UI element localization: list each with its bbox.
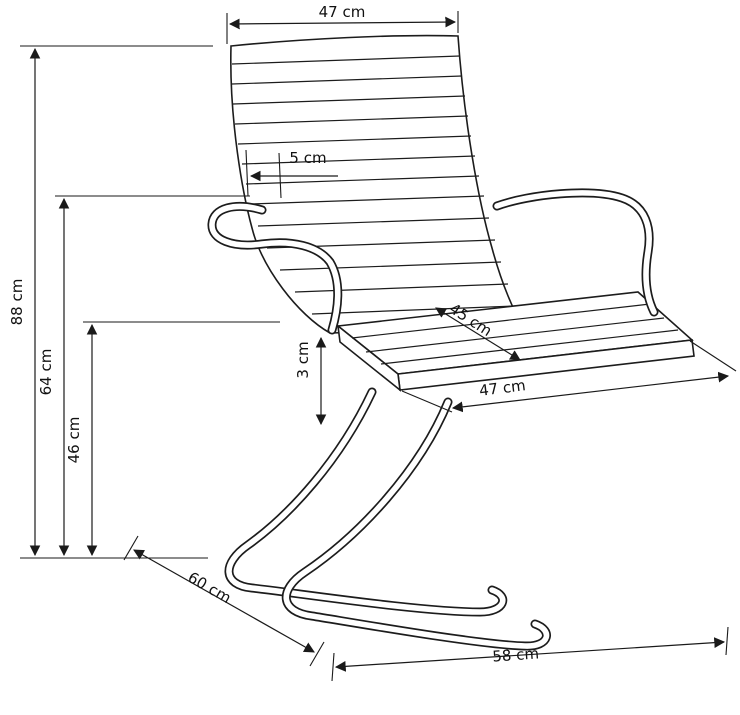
dimension-base-width: 58 cm	[331, 626, 729, 682]
dimension-seat-thickness: 3 cm	[294, 336, 327, 426]
backrest	[230, 34, 526, 334]
dimension-label-seat-thickness: 3 cm	[294, 341, 312, 378]
cantilever-base	[224, 387, 551, 651]
dimension-armrest-height: 64 cm	[37, 195, 250, 557]
dimension-base-depth: 60 cm	[123, 535, 325, 667]
dimension-label-armrest-height: 64 cm	[37, 349, 55, 396]
dimension-back-offset: 5 cm	[245, 149, 338, 199]
dimension-seat-height: 46 cm	[65, 321, 280, 557]
dimension-total-height: 88 cm	[8, 45, 213, 559]
dimension-label-seat-height: 46 cm	[65, 417, 83, 464]
dimension-seat-width: 47 cm	[401, 340, 737, 413]
dimension-label-seat-width: 47 cm	[478, 376, 527, 400]
dimension-label-total-height: 88 cm	[8, 279, 26, 326]
armrest-right	[492, 188, 659, 317]
seat-left-edge	[336, 324, 402, 392]
armrest-left	[207, 202, 343, 335]
dimension-label-base-width: 58 cm	[492, 644, 540, 665]
dimension-backrest-width: 47 cm	[226, 3, 459, 44]
base-runner-left	[224, 387, 508, 617]
dimension-label-back-offset: 5 cm	[289, 149, 326, 167]
chair-drawing	[207, 34, 695, 651]
dimension-label-backrest-width: 47 cm	[319, 3, 366, 21]
